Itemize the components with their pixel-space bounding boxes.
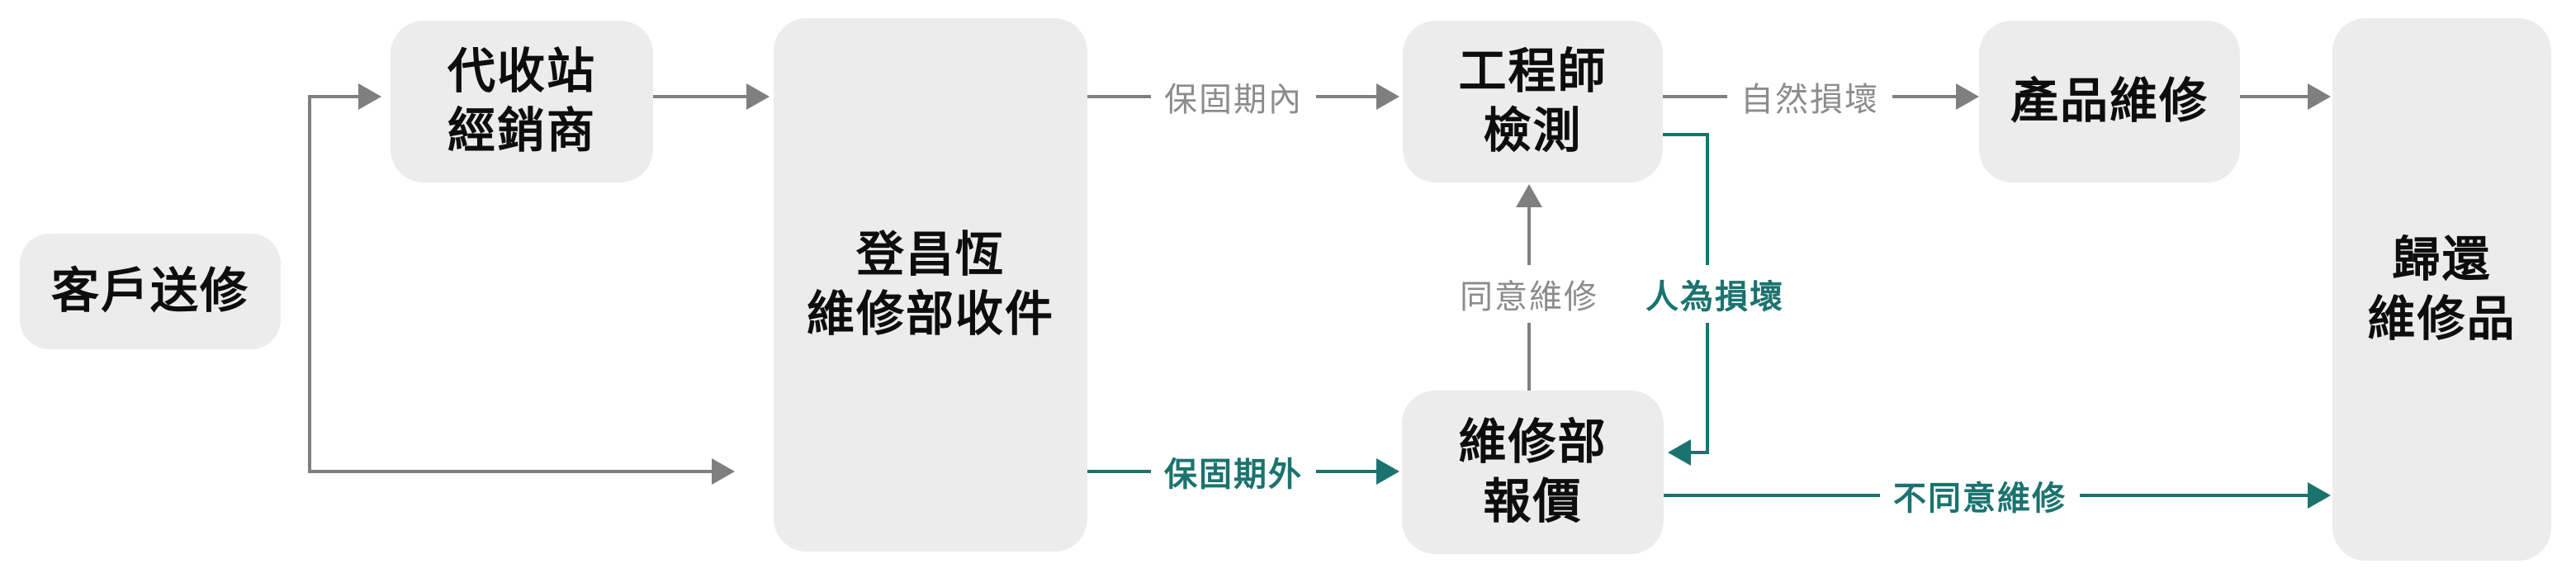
- arrowhead-into-receiving-bottom-icon: [712, 458, 735, 485]
- node-customer-label: 客戶送修: [50, 264, 249, 319]
- node-dealer-station-label: 代收站 經銷商: [447, 45, 596, 158]
- connector-fork-to-dealer: [310, 95, 358, 98]
- connector-engineer-to-product-2: [1887, 95, 1956, 98]
- node-product-repair-label: 產品維修: [2010, 74, 2209, 129]
- node-engineer-inspection-label: 工程師 檢測: [1458, 45, 1608, 158]
- arrowhead-into-receiving-top-icon: [746, 83, 769, 110]
- connector-engineer-to-quote-top: [1663, 133, 1709, 136]
- node-return-item: 歸還 維修品: [2332, 18, 2551, 561]
- arrowhead-into-quote-right-icon: [1668, 439, 1691, 466]
- arrowhead-into-return-top-icon: [2308, 83, 2331, 110]
- connector-receiving-to-engineer-2: [1309, 95, 1376, 98]
- arrowhead-into-return-bottom-icon: [2308, 482, 2331, 509]
- node-engineer-inspection: 工程師 檢測: [1403, 21, 1663, 182]
- connector-engineer-to-quote-bottom: [1691, 451, 1709, 454]
- arrowhead-into-engineer-bottom-icon: [1516, 184, 1542, 207]
- node-receiving-dept-label: 登昌恆 維修部收件: [806, 228, 1054, 341]
- connector-quote-to-return-2: [2076, 494, 2309, 497]
- arrowhead-into-dealer-icon: [358, 83, 381, 110]
- connector-engineer-to-product-1: [1663, 95, 1734, 98]
- connector-quote-to-return-1: [1664, 494, 1882, 497]
- arrowhead-into-engineer-icon: [1376, 83, 1399, 110]
- arrowhead-into-quote-left-icon: [1376, 458, 1399, 485]
- edge-label-disagree-repair: 不同意維修: [1880, 467, 2080, 524]
- node-receiving-dept: 登昌恆 維修部收件: [774, 18, 1087, 552]
- edge-label-agree-repair: 同意維修: [1447, 265, 1612, 323]
- connector-receiving-to-engineer-1: [1087, 95, 1160, 98]
- edge-label-warranty-in: 保固期內: [1151, 68, 1316, 126]
- node-return-item-label: 歸還 維修品: [2367, 232, 2517, 346]
- edge-label-manmade-damage: 人為損壞: [1632, 265, 1797, 323]
- node-dealer-station: 代收站 經銷商: [391, 21, 653, 182]
- edge-label-warranty-out: 保固期外: [1151, 443, 1316, 500]
- node-quote-label: 維修部 報價: [1458, 415, 1608, 528]
- node-customer: 客戶送修: [20, 234, 281, 349]
- connector-receiving-to-quote-1: [1087, 470, 1160, 473]
- connector-receiving-to-quote-2: [1315, 470, 1376, 473]
- connector-fork-to-receiving: [310, 470, 712, 473]
- connector-dealer-to-receiving: [653, 95, 746, 98]
- node-quote: 維修部 報價: [1402, 391, 1664, 554]
- connector-fork-vertical: [308, 95, 311, 473]
- connector-product-to-return: [2240, 95, 2308, 98]
- arrowhead-into-product-icon: [1956, 83, 1979, 110]
- node-product-repair: 產品維修: [1979, 21, 2240, 182]
- edge-label-natural-damage: 自然損壞: [1727, 68, 1892, 126]
